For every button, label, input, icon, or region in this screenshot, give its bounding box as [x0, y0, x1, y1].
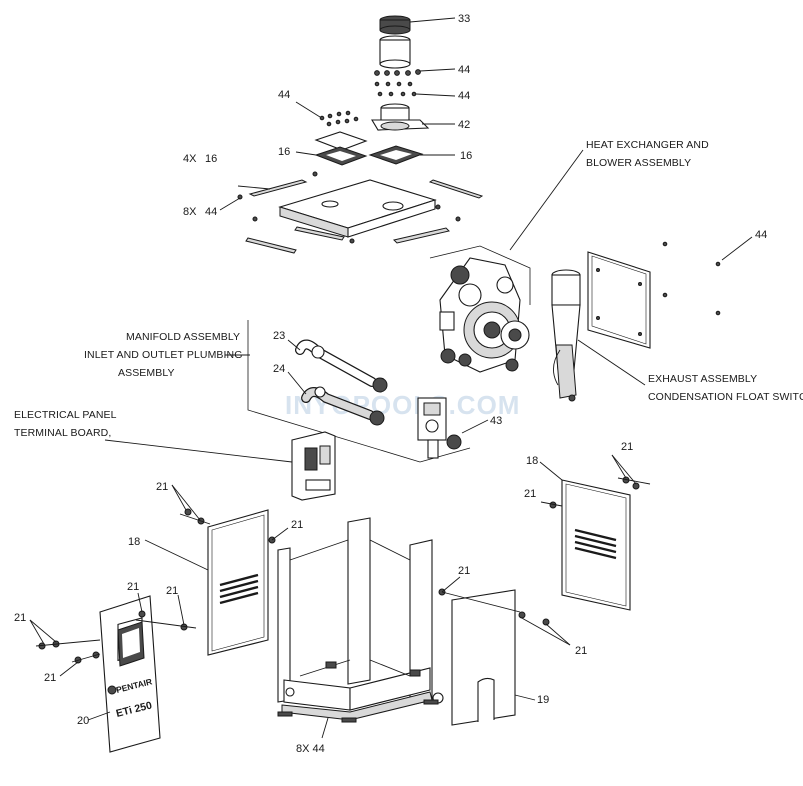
latch-21-left-mid: [268, 527, 289, 544]
label-21-c1: 21: [127, 581, 139, 593]
front-door-20: [87, 595, 161, 753]
manifold-dashed-box: [247, 320, 471, 463]
rear-panel-19: [451, 589, 536, 726]
label-16-a: 16: [278, 146, 290, 158]
label-4x: 4X: [183, 153, 197, 165]
latches-21-left-top: [171, 484, 211, 525]
gas-valve-43: [417, 397, 489, 459]
label-16-c: 16: [205, 153, 217, 165]
screws-44-top: [374, 68, 456, 97]
label-manifold-2: INLET AND OUTLET PLUMBING: [84, 349, 242, 361]
exhaust-pipe-section: [379, 35, 411, 69]
label-44-left: 44: [278, 89, 290, 101]
back-panel-right: [587, 251, 651, 349]
label-electrical-1: ELECTRICAL PANEL: [14, 409, 117, 421]
screws-44-right: [662, 236, 753, 316]
label-21-c2: 21: [166, 585, 178, 597]
gasket-16-right: [368, 145, 455, 165]
label-44-top1: 44: [458, 64, 470, 76]
label-44-right: 44: [755, 229, 767, 241]
label-24: 24: [273, 363, 285, 375]
screws-8x-44: [219, 171, 461, 244]
label-19: 19: [537, 694, 549, 706]
label-electrical-2: TERMINAL BOARD,: [14, 427, 111, 439]
heat-exchanger-blower-assembly: [429, 245, 531, 373]
right-side-panel-18: [539, 461, 631, 611]
label-21-far-left: 21: [14, 612, 26, 624]
label-exhaust-1: EXHAUST ASSEMBLY: [648, 373, 757, 385]
electrical-panel: [104, 431, 336, 501]
latches-21-rear: [438, 576, 571, 646]
exhaust-assembly: [551, 269, 581, 402]
label-21-ltop: 21: [156, 481, 168, 493]
label-18-right: 18: [526, 455, 538, 467]
label-21-rmid: 21: [524, 488, 536, 500]
leader-heat-exchanger: [509, 149, 584, 251]
leader-exhaust: [577, 339, 646, 386]
label-8x44: 8X 44: [296, 743, 325, 755]
label-43: 43: [490, 415, 502, 427]
label-heat-exchanger-2: BLOWER ASSEMBLY: [586, 157, 691, 169]
label-44-c: 44: [205, 206, 217, 218]
label-20: 20: [77, 715, 89, 727]
label-21-rlow: 21: [575, 645, 587, 657]
plumbing-23: [287, 339, 388, 393]
label-33: 33: [458, 13, 470, 25]
top-cover-panel: [278, 179, 437, 238]
flue-adapter-42: [371, 103, 455, 131]
label-23: 23: [273, 330, 285, 342]
label-42: 42: [458, 119, 470, 131]
plumbing-24: [287, 371, 385, 426]
screws-44-left: [295, 101, 359, 127]
label-exhaust-2: CONDENSATION FLOAT SWITCH: [648, 391, 803, 403]
base-frame: [277, 517, 444, 739]
label-16-b: 16: [460, 150, 472, 162]
exhaust-collar-33: [379, 15, 456, 35]
label-21-lmid: 21: [291, 519, 303, 531]
gasket-16-left: [295, 131, 368, 166]
label-heat-exchanger-1: HEAT EXCHANGER AND: [586, 139, 709, 151]
label-manifold-1: MANIFOLD ASSEMBLY: [126, 331, 240, 343]
latches-21-right: [540, 454, 651, 509]
label-44-top2: 44: [458, 90, 470, 102]
left-side-panel-18: [144, 509, 269, 656]
label-21-left-low: 21: [44, 672, 56, 684]
label-21-rtop: 21: [621, 441, 633, 453]
latches-21-front: [29, 592, 197, 677]
label-18-left: 18: [128, 536, 140, 548]
label-manifold-3: ASSEMBLY: [118, 367, 175, 379]
label-8x: 8X: [183, 206, 197, 218]
side-rail-strips: [245, 179, 484, 254]
label-21-center: 21: [458, 565, 470, 577]
